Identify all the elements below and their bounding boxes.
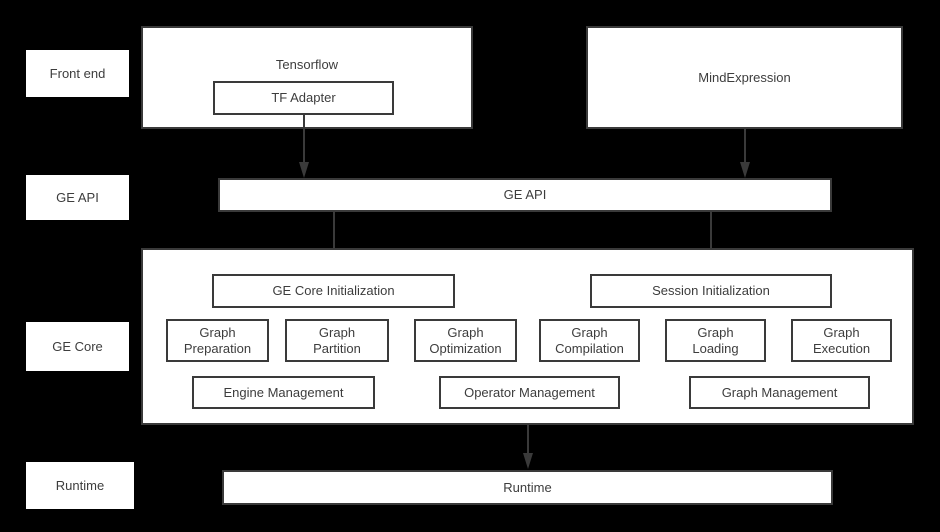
tf-adapter-label: TF Adapter <box>271 90 336 106</box>
layer-label-ge-api-text: GE API <box>56 190 99 205</box>
graph-execution-label: Graph Execution <box>812 325 871 356</box>
graph-optimization-box[interactable]: Graph Optimization <box>414 319 517 362</box>
mindexpression-label: MindExpression <box>698 69 791 85</box>
ge-api-bar[interactable]: GE API <box>218 178 832 212</box>
runtime-bar-label: Runtime <box>503 479 552 495</box>
graph-preparation-box[interactable]: Graph Preparation <box>166 319 269 362</box>
operator-management-box[interactable]: Operator Management <box>439 376 620 409</box>
mindexpression-box[interactable]: MindExpression <box>586 26 903 129</box>
arrow-tf-adapter-to-ge-api <box>296 114 312 180</box>
layer-label-front-end: Front end <box>26 50 129 97</box>
layer-label-runtime-text: Runtime <box>55 478 105 493</box>
ge-api-bar-label: GE API <box>503 187 547 203</box>
layer-label-ge-core: GE Core <box>26 322 129 371</box>
layer-label-runtime: Runtime <box>26 462 134 509</box>
arrow-ge-core-to-runtime <box>520 425 536 471</box>
engine-management-label: Engine Management <box>223 384 344 400</box>
graph-compilation-box[interactable]: Graph Compilation <box>539 319 640 362</box>
graph-partition-label: Graph Partition <box>313 325 361 356</box>
ge-core-initialization-box[interactable]: GE Core Initialization <box>212 274 455 308</box>
graph-compilation-label: Graph Compilation <box>555 325 624 356</box>
graph-loading-label: Graph Loading <box>692 325 739 356</box>
tf-adapter-box[interactable]: TF Adapter <box>213 81 394 115</box>
runtime-bar[interactable]: Runtime <box>222 470 833 505</box>
graph-optimization-label: Graph Optimization <box>429 325 502 356</box>
tensorflow-title: Tensorflow <box>275 57 339 72</box>
graph-preparation-label: Graph Preparation <box>183 325 252 356</box>
graph-execution-box[interactable]: Graph Execution <box>791 319 892 362</box>
layer-label-front-end-text: Front end <box>49 66 106 81</box>
graph-management-label: Graph Management <box>721 384 838 400</box>
ge-core-initialization-label: GE Core Initialization <box>272 283 395 299</box>
graph-management-box[interactable]: Graph Management <box>689 376 870 409</box>
graph-loading-box[interactable]: Graph Loading <box>665 319 766 362</box>
engine-management-box[interactable]: Engine Management <box>192 376 375 409</box>
session-initialization-box[interactable]: Session Initialization <box>590 274 832 308</box>
session-initialization-label: Session Initialization <box>652 283 770 299</box>
layer-label-ge-core-text: GE Core <box>52 339 103 354</box>
arrow-mindexpression-to-ge-api <box>737 129 753 180</box>
graph-partition-box[interactable]: Graph Partition <box>285 319 389 362</box>
operator-management-label: Operator Management <box>464 384 595 400</box>
layer-label-ge-api: GE API <box>26 175 129 220</box>
